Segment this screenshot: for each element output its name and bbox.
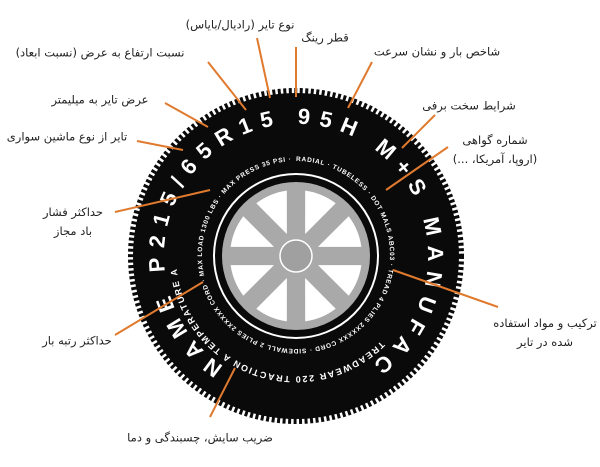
label-certificate: شماره گواهی(اروپا، آمریکا، ...) [452,133,538,166]
label-max-load: حداکثر رتبه بار [42,333,112,348]
label-snow: شرایط سخت برفی [422,98,516,113]
label-width: عرض تایر به میلیمتر [51,92,149,107]
rim-edge [213,173,379,339]
label-aspect-ratio: نسبت ارتفاع به عرض (نسبت ابعاد) [15,45,185,60]
wheel-opening [230,216,274,247]
label-treadwear: ضریب سایش، چسبندگی و دما [127,430,273,445]
label-tire-type: نوع تایر (رادیال/بایاس) [185,17,295,32]
label-passenger: تایر از نوع ماشین سواری [6,129,128,144]
wheel-opening [305,190,336,234]
wheel-opening [305,278,336,322]
leader-lines [114,37,499,418]
wheel-opening [256,278,287,322]
wheel-opening [256,190,287,234]
wheel-opening [318,265,362,296]
wheel-opening [318,216,362,247]
hub [279,239,313,273]
label-load-speed: شاخص بار و نشان سرعت [373,44,501,59]
label-rim-diameter: قطر رینگ [301,30,349,45]
wheel-spokes [230,190,362,322]
wheel-opening [230,265,274,296]
